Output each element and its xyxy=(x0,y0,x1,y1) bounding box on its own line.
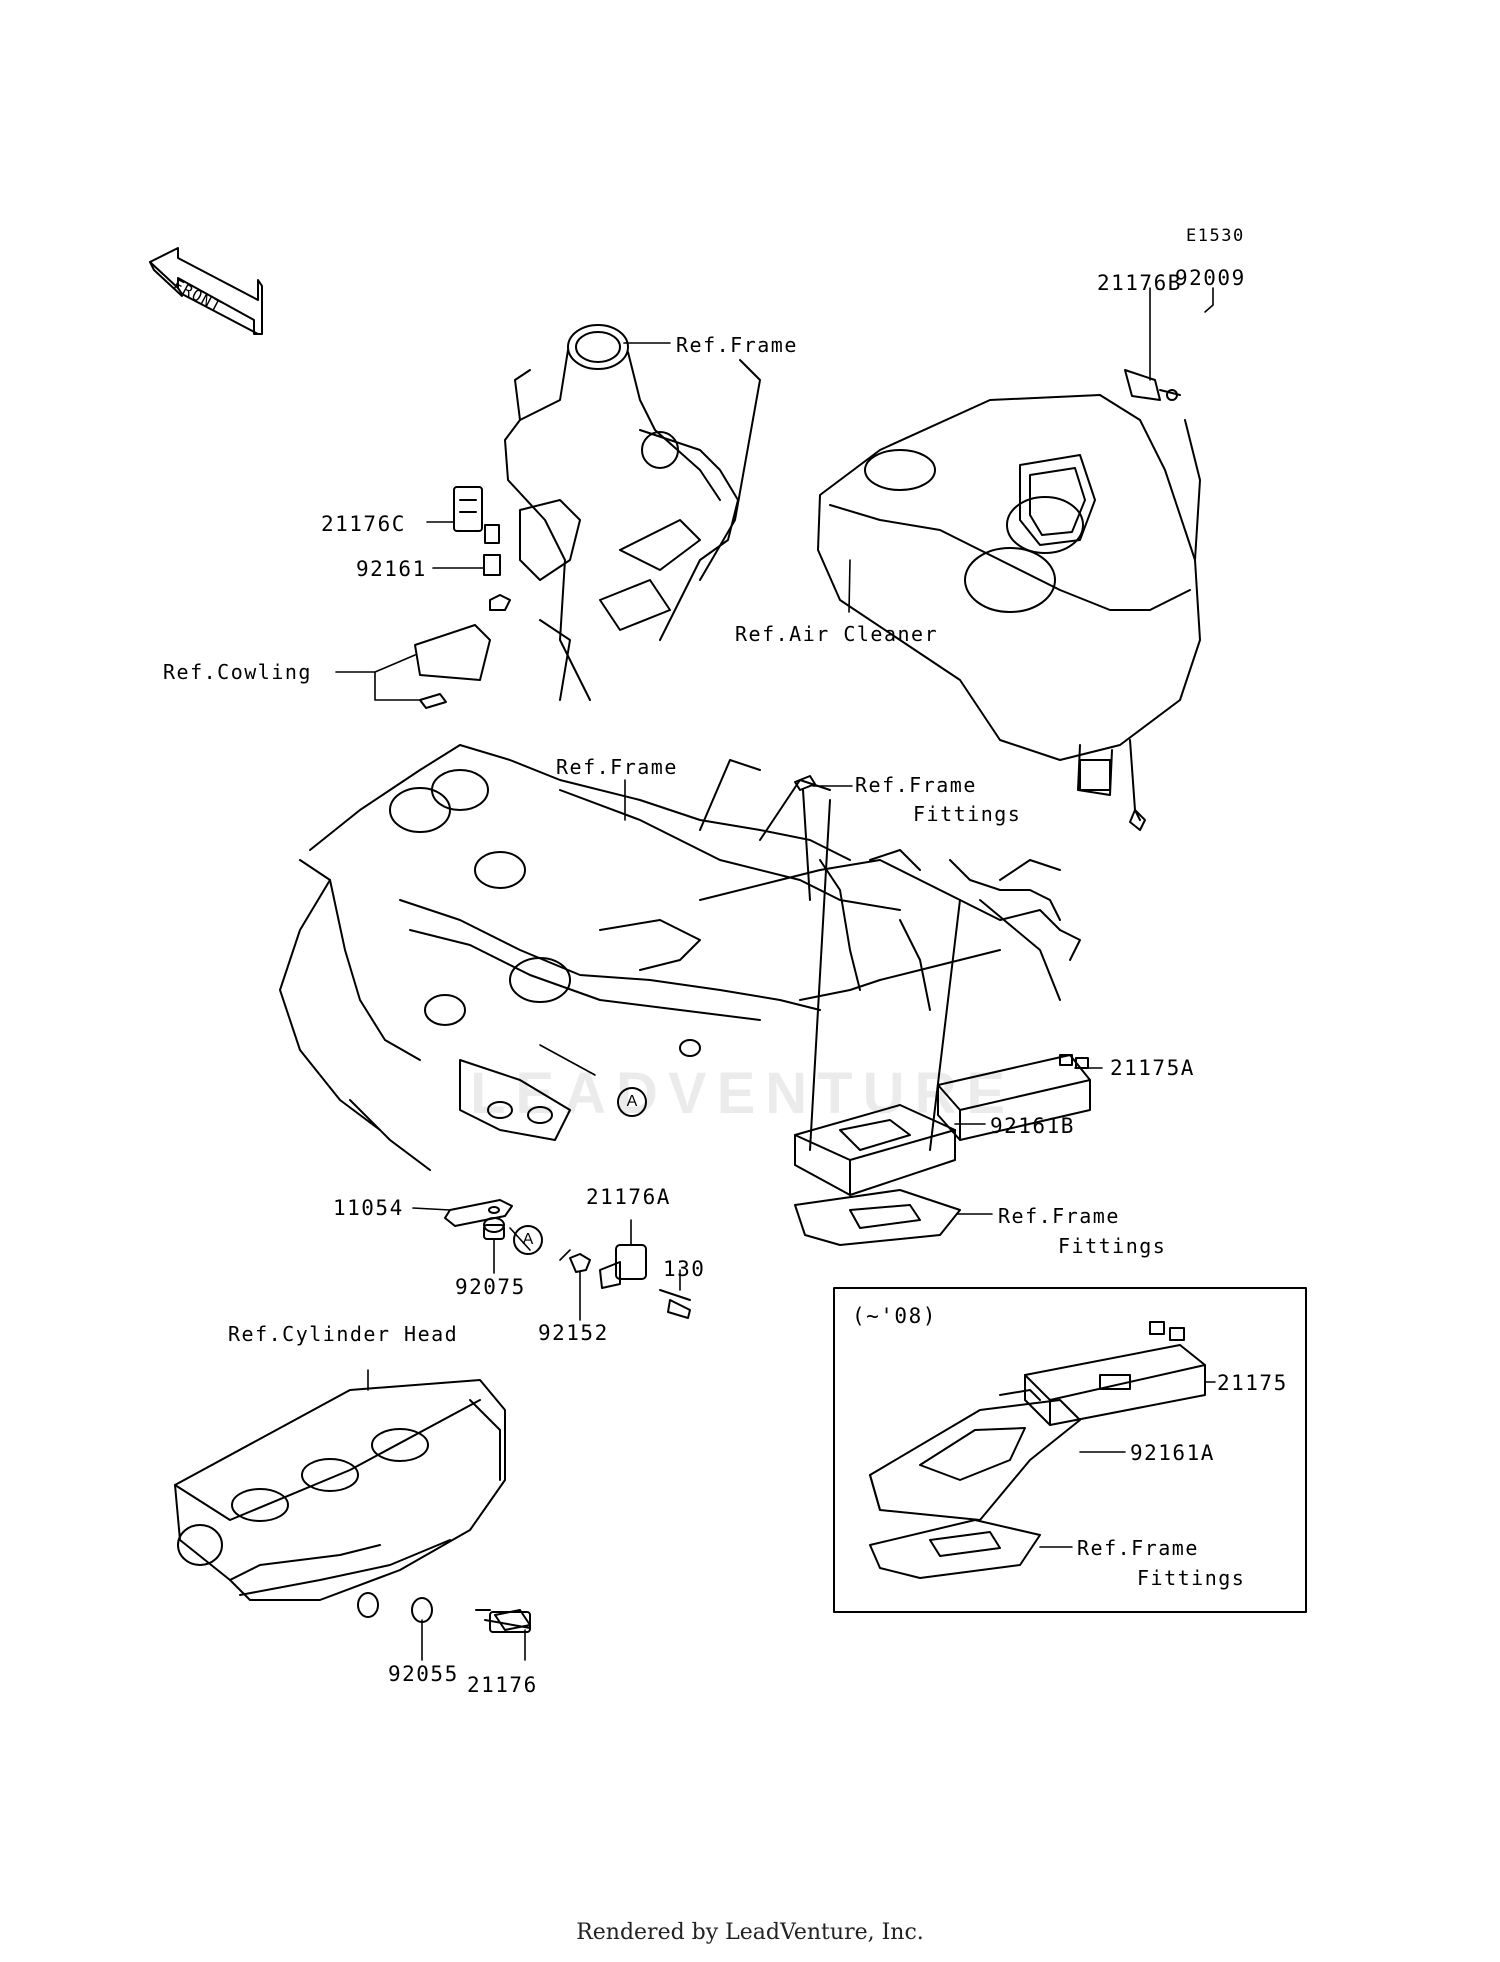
part-label-92161[interactable]: 92161 xyxy=(356,557,427,581)
part-label-92055[interactable]: 92055 xyxy=(388,1662,459,1686)
part-label-21176c[interactable]: 21176C xyxy=(321,512,406,536)
ref-cowling[interactable]: Ref.Cowling xyxy=(163,660,312,684)
diagram-code: E1530 xyxy=(1186,226,1245,246)
ref-frame-fittings-2-line1[interactable]: Ref.Frame xyxy=(998,1204,1120,1228)
ref-air-cleaner[interactable]: Ref.Air Cleaner xyxy=(735,622,939,646)
part-label-11054[interactable]: 11054 xyxy=(333,1196,404,1220)
tray-92161b-drawing xyxy=(794,1104,956,1196)
part-label-92009[interactable]: 92009 xyxy=(1175,266,1246,290)
ecu-21175-drawing xyxy=(1024,1321,1206,1426)
ref-frame-fittings-3-line1[interactable]: Ref.Frame xyxy=(1077,1536,1199,1560)
watermark-text: LEADVENTURE xyxy=(470,1061,1016,1126)
ref-cylinder-head[interactable]: Ref.Cylinder Head xyxy=(228,1322,459,1346)
sensor-21176-drawing xyxy=(475,1609,531,1631)
front-arrow-icon xyxy=(149,247,263,335)
sensor-21176c-drawing xyxy=(414,486,511,709)
ref-frame-mid[interactable]: Ref.Frame xyxy=(556,755,678,779)
air-cleaner-drawing xyxy=(817,369,1201,831)
ref-frame-fittings-2-line2[interactable]: Fittings xyxy=(1058,1234,1167,1258)
ecu-21175a-drawing xyxy=(937,1054,1091,1141)
frame-fitting-bolt-drawing xyxy=(794,775,816,901)
small-parts-drawing xyxy=(444,1199,691,1319)
cylinder-head-drawing xyxy=(174,1379,531,1633)
part-label-21176[interactable]: 21176 xyxy=(467,1673,538,1697)
inset-range-label: (~'08) xyxy=(852,1304,937,1328)
callout-a-frame[interactable]: A xyxy=(617,1087,647,1117)
inset-box xyxy=(833,1287,1307,1613)
frame-fitting-plate-inset-drawing xyxy=(869,1519,1041,1579)
part-label-21176a[interactable]: 21176A xyxy=(586,1185,671,1209)
part-label-21175[interactable]: 21175 xyxy=(1217,1371,1288,1395)
frame-fitting-plate-drawing xyxy=(794,1189,961,1246)
tray-92161a-drawing xyxy=(869,1389,1081,1521)
part-label-92161a[interactable]: 92161A xyxy=(1130,1441,1215,1465)
frame-upper-drawing xyxy=(504,324,761,701)
part-label-130[interactable]: 130 xyxy=(663,1257,706,1281)
part-label-92161b[interactable]: 92161B xyxy=(990,1114,1075,1138)
ref-frame-top[interactable]: Ref.Frame xyxy=(676,333,798,357)
part-label-92075[interactable]: 92075 xyxy=(455,1275,526,1299)
part-label-21175a[interactable]: 21175A xyxy=(1110,1056,1195,1080)
ref-frame-fittings-1-line2[interactable]: Fittings xyxy=(913,802,1022,826)
footer-credit: Rendered by LeadVenture, Inc. xyxy=(576,1920,924,1945)
part-label-92152[interactable]: 92152 xyxy=(538,1321,609,1345)
part-label-21176b[interactable]: 21176B xyxy=(1097,271,1182,295)
leader-lines xyxy=(335,287,1216,1661)
ref-frame-fittings-3-line2[interactable]: Fittings xyxy=(1137,1566,1246,1590)
callout-a-parts[interactable]: A xyxy=(513,1225,543,1255)
ref-frame-fittings-1-line1[interactable]: Ref.Frame xyxy=(855,773,977,797)
